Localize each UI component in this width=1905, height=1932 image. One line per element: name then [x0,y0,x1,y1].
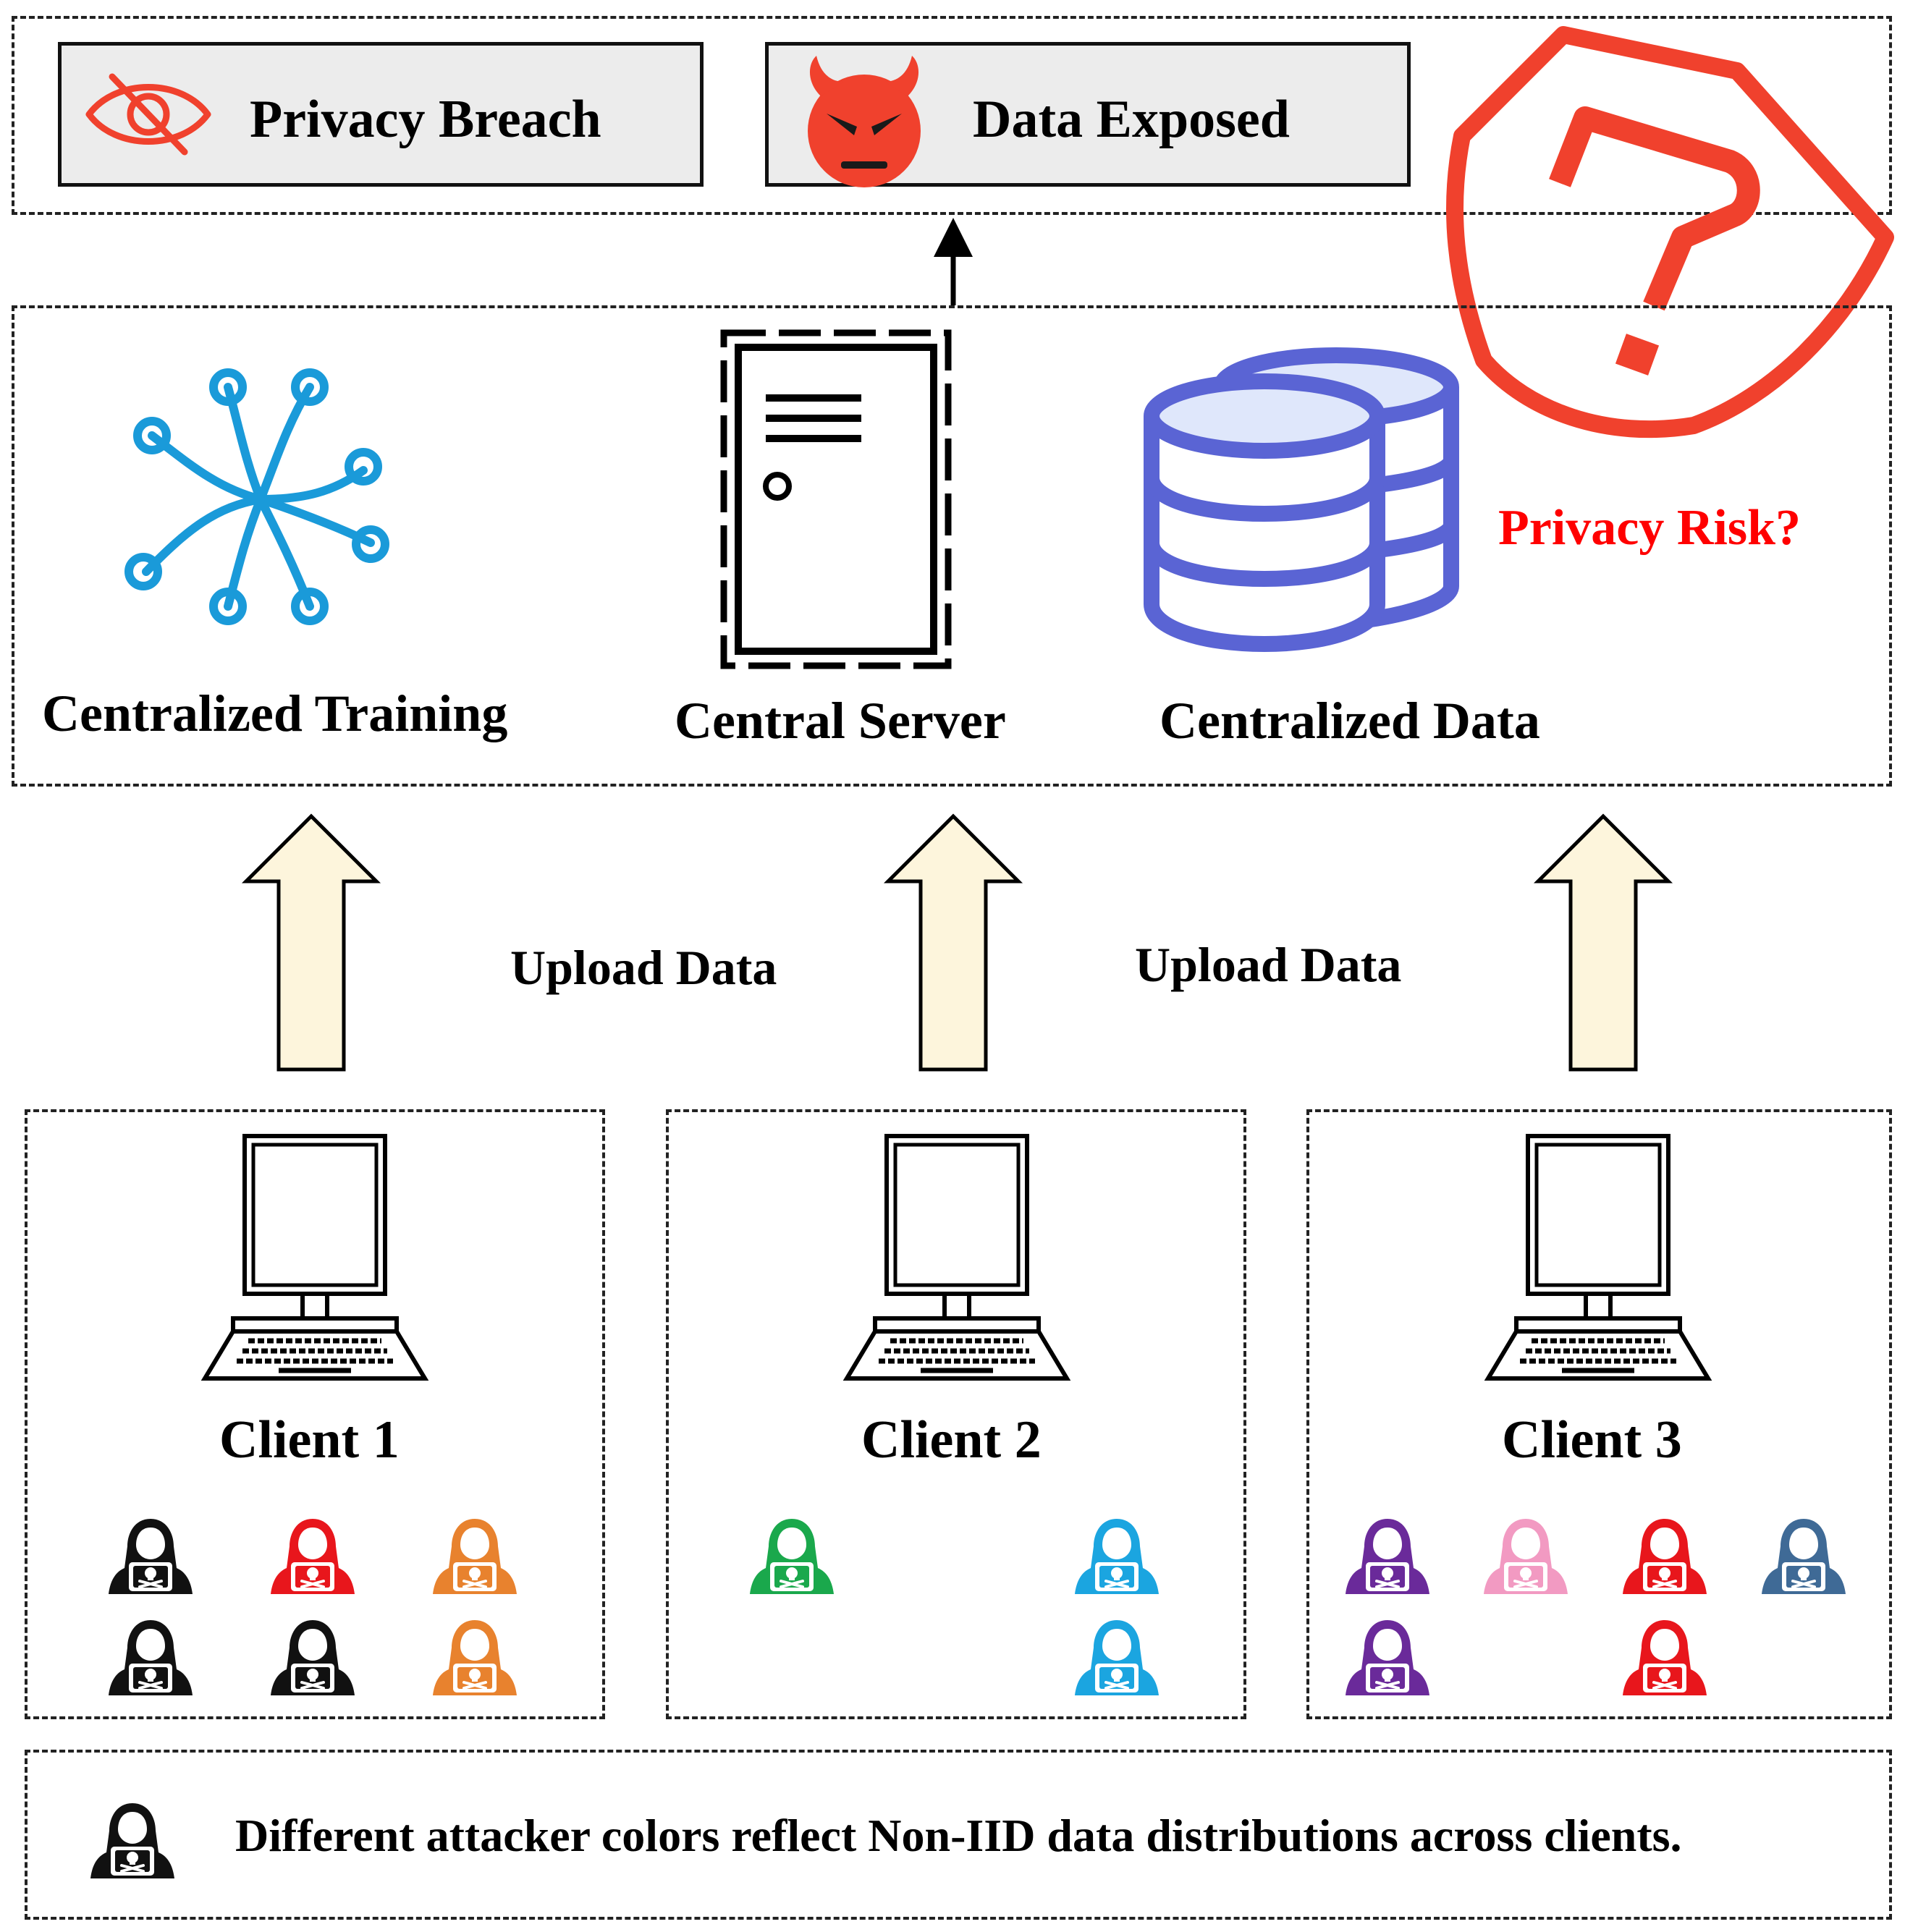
database-icon [1144,347,1459,652]
client-1-box [25,1109,605,1719]
shield-question-icon [1446,26,1894,438]
neural-network-icon [124,368,389,625]
eye-slash-icon [85,73,211,156]
privacy-breach-box: Privacy Breach [58,42,704,187]
central-section [12,305,1892,787]
client-2-box [666,1109,1246,1719]
legend-box [25,1750,1892,1920]
client-3-label: Client 3 [1502,1410,1682,1470]
data-exposed-label: Data Exposed [973,90,1290,149]
upload-arrow-1 [241,813,381,1072]
upload-arrow-3 [1533,813,1673,1072]
devil-icon [808,56,921,187]
central-server-label: Central Server [675,692,1006,750]
centralized-data-label: Centralized Data [1160,692,1540,750]
data-exposed-box: Data Exposed [765,42,1411,187]
legend-hacker-icon [89,1802,176,1880]
top-section [12,16,1892,215]
server-to-top-arrow [934,218,973,305]
client-2-label: Client 2 [861,1410,1042,1470]
legend-text: Different attacker colors reflect Non-II… [235,1810,1682,1861]
client-1-label: Client 1 [219,1410,400,1470]
computer-icon-client-2 [841,1132,1073,1382]
server-icon [720,329,952,669]
centralized-training-label: Centralized Training [42,685,508,742]
privacy-risk-label: Privacy Risk? [1498,500,1801,556]
computer-icon-client-3 [1482,1132,1714,1382]
computer-icon-client-1 [199,1132,431,1382]
privacy-breach-label: Privacy Breach [250,90,601,149]
upload-data-label-left: Upload Data [510,940,777,995]
upload-arrow-2 [883,813,1023,1072]
upload-data-label-right: Upload Data [1135,937,1402,992]
client-3-box [1306,1109,1892,1719]
